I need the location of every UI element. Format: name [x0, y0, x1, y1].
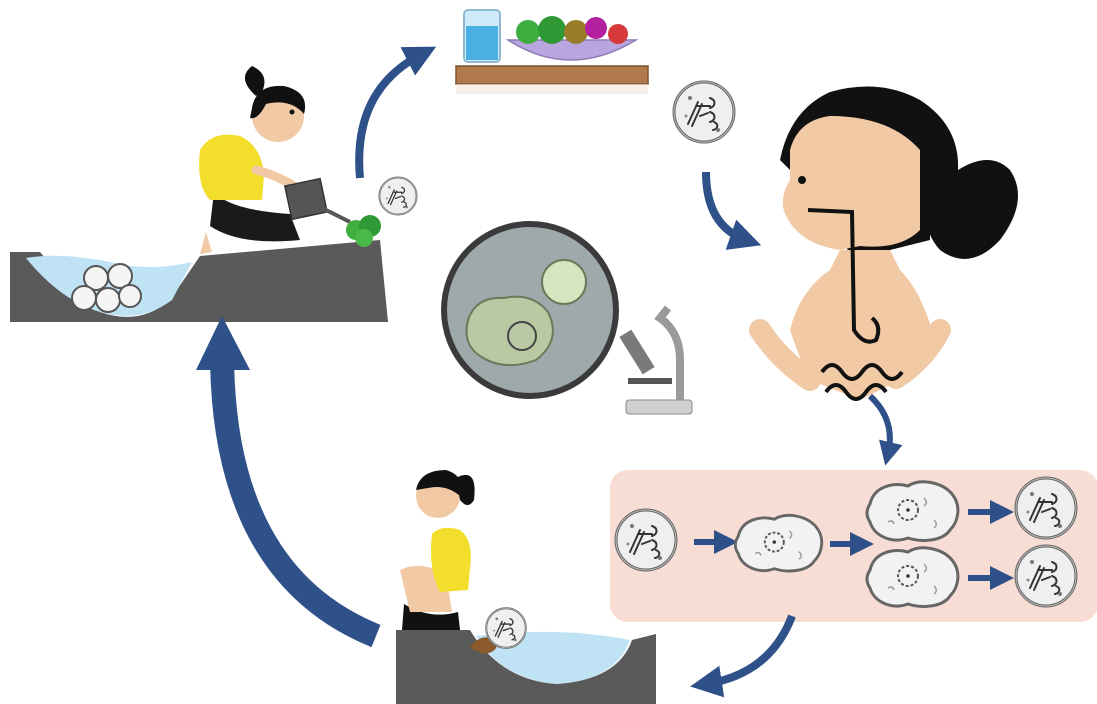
arrow-to-food	[355, 46, 437, 179]
water-pool	[26, 255, 192, 316]
trophozoite-icon	[733, 513, 824, 573]
arrow-to-replication	[867, 393, 903, 466]
arrow-to-contamination	[210, 351, 381, 648]
glass-of-water-icon	[463, 9, 501, 63]
arrow-to-defecation	[690, 614, 796, 698]
trophozoite-icon	[865, 546, 960, 608]
microscope-view	[441, 221, 693, 415]
microscope-icon	[619, 305, 693, 415]
trophozoite-icon	[865, 480, 960, 542]
cyst-icon	[614, 508, 678, 572]
face	[782, 116, 920, 250]
food-and-water-shelf	[455, 9, 649, 94]
ground	[10, 240, 388, 322]
cyst-micrograph	[541, 259, 587, 305]
woman-squatting	[400, 470, 475, 630]
ground	[396, 630, 656, 704]
person-ingestion	[749, 86, 1018, 401]
amoeba-replication-panel	[610, 470, 1097, 622]
woman-watering	[199, 66, 306, 254]
watering-can-icon	[283, 177, 351, 224]
lettuce-icon	[346, 215, 381, 247]
cyst-icon	[378, 176, 418, 216]
cycle-arrows	[196, 46, 903, 698]
intestines	[820, 363, 904, 401]
cyst-icon	[1014, 476, 1078, 540]
cyst-icon	[672, 80, 736, 144]
defecation-scene	[396, 470, 656, 704]
cyst-cluster	[71, 263, 142, 313]
arrow-head	[196, 316, 250, 370]
cyst-icon	[485, 607, 527, 649]
water-contamination-scene	[10, 66, 418, 322]
torso	[790, 250, 932, 400]
wooden-shelf	[455, 65, 649, 85]
cyst-icon	[1014, 544, 1078, 608]
salad-bowl-icon	[505, 16, 639, 61]
arrow-to-ingestion	[702, 171, 762, 250]
feces	[470, 637, 497, 654]
digestive-tract	[807, 208, 881, 344]
